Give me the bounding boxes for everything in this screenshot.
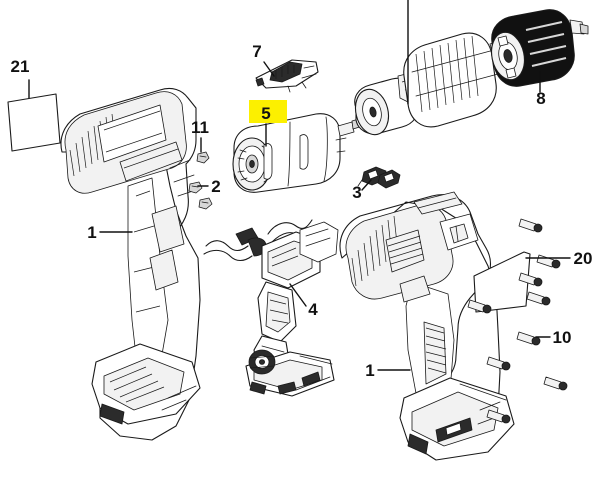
screw	[516, 331, 541, 346]
callout-11[interactable]: 11	[191, 118, 209, 137]
callout-highlight-box	[249, 100, 287, 123]
screw	[467, 299, 492, 314]
part-small-fastener-upper	[196, 151, 210, 164]
leader-lines	[28, 0, 571, 371]
callout-4[interactable]: 4	[308, 300, 318, 319]
screw	[518, 218, 543, 233]
part-small-fastener-lower	[188, 181, 213, 210]
callout-numbers: 21 7 5 8 11 2 3 1 4 20 10 1	[11, 42, 593, 380]
screw	[486, 409, 511, 424]
part-keyless-chuck	[491, 9, 589, 87]
part-housing-half-left	[60, 87, 201, 441]
part-housing-half-right	[339, 191, 515, 461]
callout-7[interactable]: 7	[252, 42, 261, 61]
leader-4	[289, 283, 307, 307]
leader-7	[263, 61, 275, 77]
part-motor-assembly	[232, 113, 364, 193]
screw	[486, 356, 511, 371]
part-brush-contact-set	[357, 166, 401, 189]
leader-3	[361, 179, 372, 191]
callout-3[interactable]: 3	[352, 183, 361, 202]
callout-1-right[interactable]: 1	[365, 361, 374, 380]
part-switch-contact-plate	[255, 59, 319, 93]
part-trigger-switch-assembly	[203, 219, 339, 397]
part-nameplate-label-left	[7, 93, 61, 152]
callout-21[interactable]: 21	[11, 57, 30, 76]
part-screw-set	[467, 218, 568, 424]
screw	[526, 291, 551, 306]
callout-10[interactable]: 10	[553, 328, 572, 347]
screw	[543, 376, 568, 391]
callout-2[interactable]: 2	[211, 177, 220, 196]
screw	[518, 272, 543, 287]
callout-8[interactable]: 8	[536, 89, 545, 108]
callout-20[interactable]: 20	[574, 249, 593, 268]
callout-5[interactable]: 5	[261, 104, 270, 123]
callout-1-left[interactable]: 1	[87, 223, 96, 242]
